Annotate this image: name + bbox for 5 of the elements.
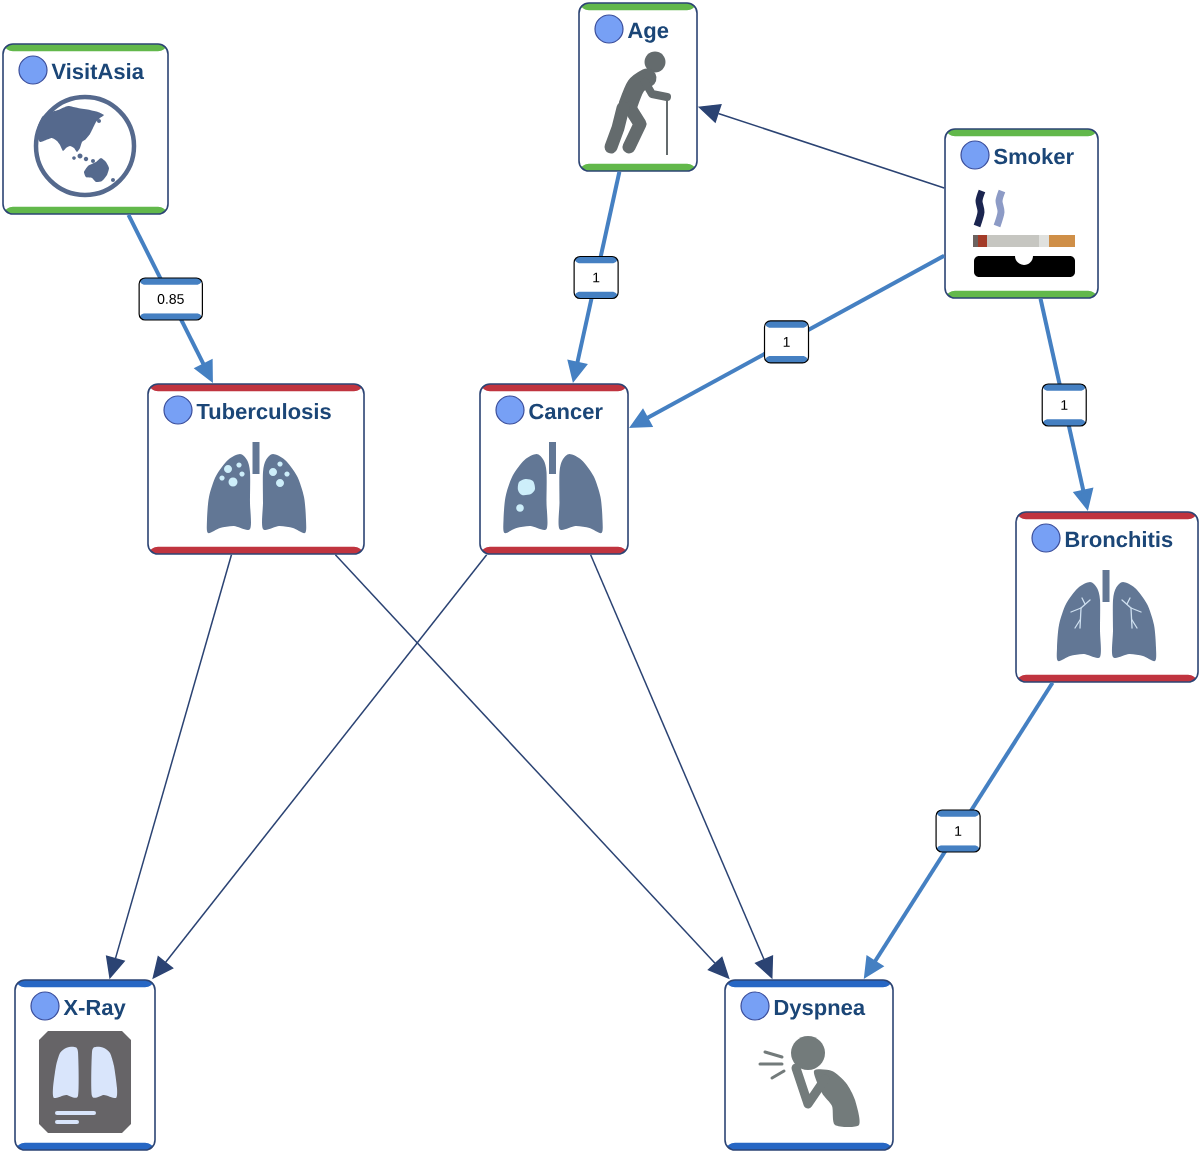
edge-label: 1 (1041, 383, 1087, 427)
edge-label: 1 (935, 809, 981, 853)
edge-label: 1 (573, 255, 619, 300)
edge-label: 1 (763, 320, 810, 364)
edge-label: 0.85 (138, 277, 203, 321)
